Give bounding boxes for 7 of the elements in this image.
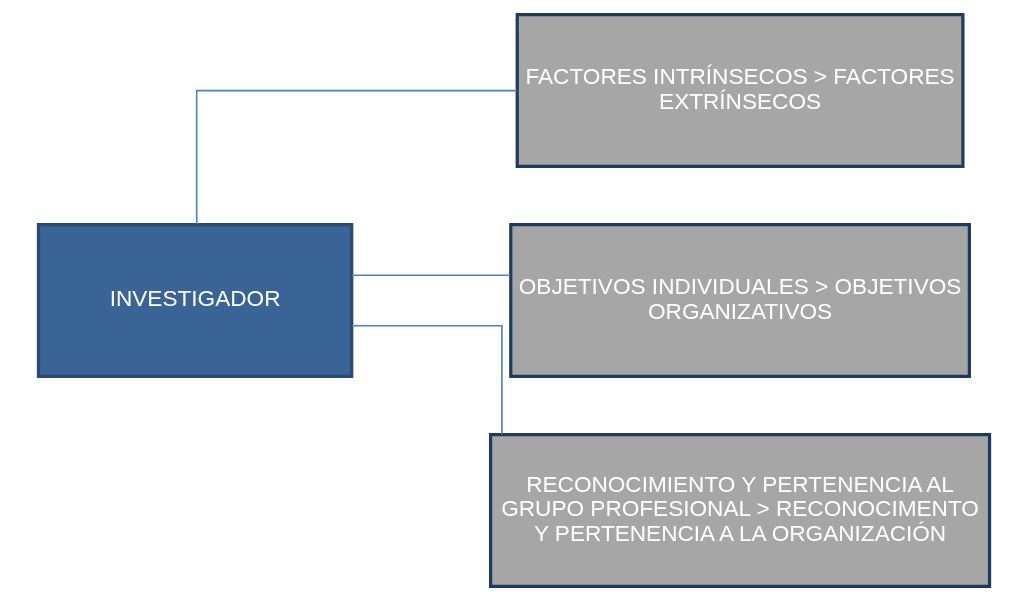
node-box: OBJETIVOS INDIVIDUALES > OBJETIVOS ORGANIZATIVOS — [508, 223, 971, 378]
node-box: RECONOCIMIENTO Y PERTENENCIA AL GRUPO PROFESIONAL > RECONOCIMENTO Y PERTENENCIA A LA ORGANIZACIÓN — [488, 432, 991, 588]
connector — [350, 325, 503, 436]
node-box: INVESTIGADOR — [36, 223, 353, 378]
connector — [195, 89, 517, 225]
node-box: FACTORES INTRÍNSECOS > FACTORES EXTRÍNSECOS — [515, 13, 964, 169]
connector — [350, 274, 511, 276]
